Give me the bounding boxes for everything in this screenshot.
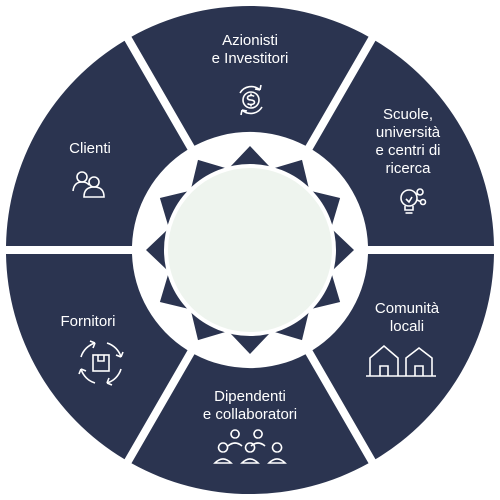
label-azionisti: Azionisti e Investitori [212, 32, 289, 68]
lightbulb-network-icon [400, 188, 427, 214]
label-dipendenti: Dipendenti e collaboratori [203, 388, 297, 424]
label-line: e Investitori [211, 50, 289, 67]
segment-comunita [312, 254, 494, 460]
segment-scuole [312, 40, 494, 246]
segment-azionisti [131, 5, 369, 146]
houses-icon [366, 344, 436, 377]
dollar-cycle-icon [239, 84, 263, 116]
label-clienti: Clienti [69, 140, 111, 158]
center-circle [164, 164, 336, 336]
label-line: e centri di [375, 142, 441, 159]
label-line: locali [389, 318, 425, 335]
label-fornitori: Fornitori [60, 313, 115, 331]
label-line: ricerca [385, 160, 431, 177]
label-line: Clienti [69, 140, 111, 157]
label-line: Comunità [374, 300, 440, 317]
label-scuole: Scuole, università e centri di ricerca [375, 106, 440, 178]
segment-clienti [6, 40, 188, 246]
users-icon [72, 171, 105, 198]
label-line: Dipendenti [214, 388, 286, 405]
label-line: Azionisti [222, 32, 278, 49]
people-group-icon [213, 429, 287, 464]
label-comunita: Comunità locali [375, 300, 439, 336]
box-cycle-icon [78, 340, 124, 386]
segment-fornitori [6, 254, 188, 460]
label-line: e collaboratori [202, 406, 298, 423]
label-line: Fornitori [60, 313, 116, 330]
label-line: Scuole, [382, 106, 434, 123]
label-line: università [375, 124, 441, 141]
segment-dipendenti [131, 354, 369, 495]
